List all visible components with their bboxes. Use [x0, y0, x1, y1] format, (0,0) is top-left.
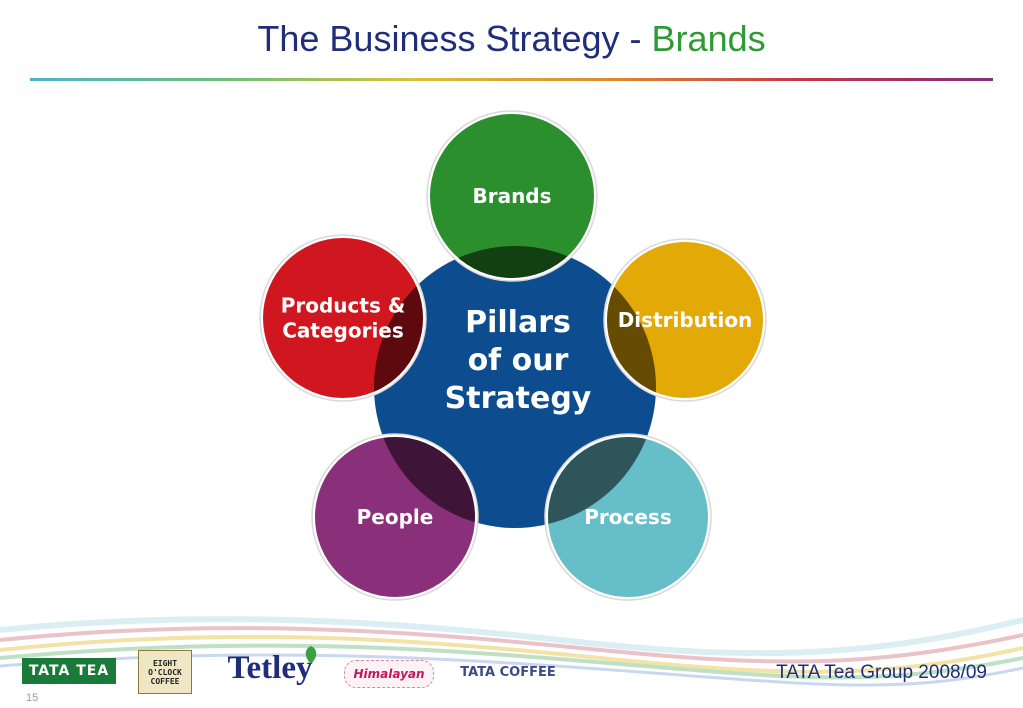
- tata-tea-logo: TATA TEA: [22, 658, 116, 684]
- slide-title-main: The Business Strategy -: [257, 18, 652, 59]
- eight-oclock-coffee-logo: EIGHT O'CLOCK COFFEE: [138, 650, 192, 694]
- page-number: 15: [26, 692, 39, 704]
- pillar-people-label: People: [357, 505, 434, 529]
- footer-company-year: TATA Tea Group 2008/09: [776, 662, 987, 683]
- pillar-products-categories-label: Products &Categories: [281, 294, 406, 343]
- tetley-logo: Tetley: [227, 649, 313, 686]
- title-divider: [30, 78, 993, 81]
- himalayan-logo: Himalayan: [344, 660, 434, 688]
- pillar-process-label: Process: [584, 505, 672, 529]
- eight-oclock-line-2: O'CLOCK: [148, 667, 182, 677]
- pillar-brands-circle: [430, 114, 594, 278]
- eight-oclock-line-3: COFFEE: [150, 676, 180, 686]
- eight-oclock-line-1: EIGHT: [152, 658, 178, 668]
- tetley-leaf-icon: [305, 646, 317, 664]
- slide-title-accent: Brands: [651, 18, 766, 59]
- slide-title: The Business Strategy - Brands: [0, 18, 1023, 60]
- tata-coffee-logo: TATA COFFEE: [460, 664, 556, 680]
- footer-wave: [0, 616, 1023, 687]
- pillar-brands-label: Brands: [472, 184, 551, 208]
- pillar-distribution-label: Distribution: [618, 308, 753, 332]
